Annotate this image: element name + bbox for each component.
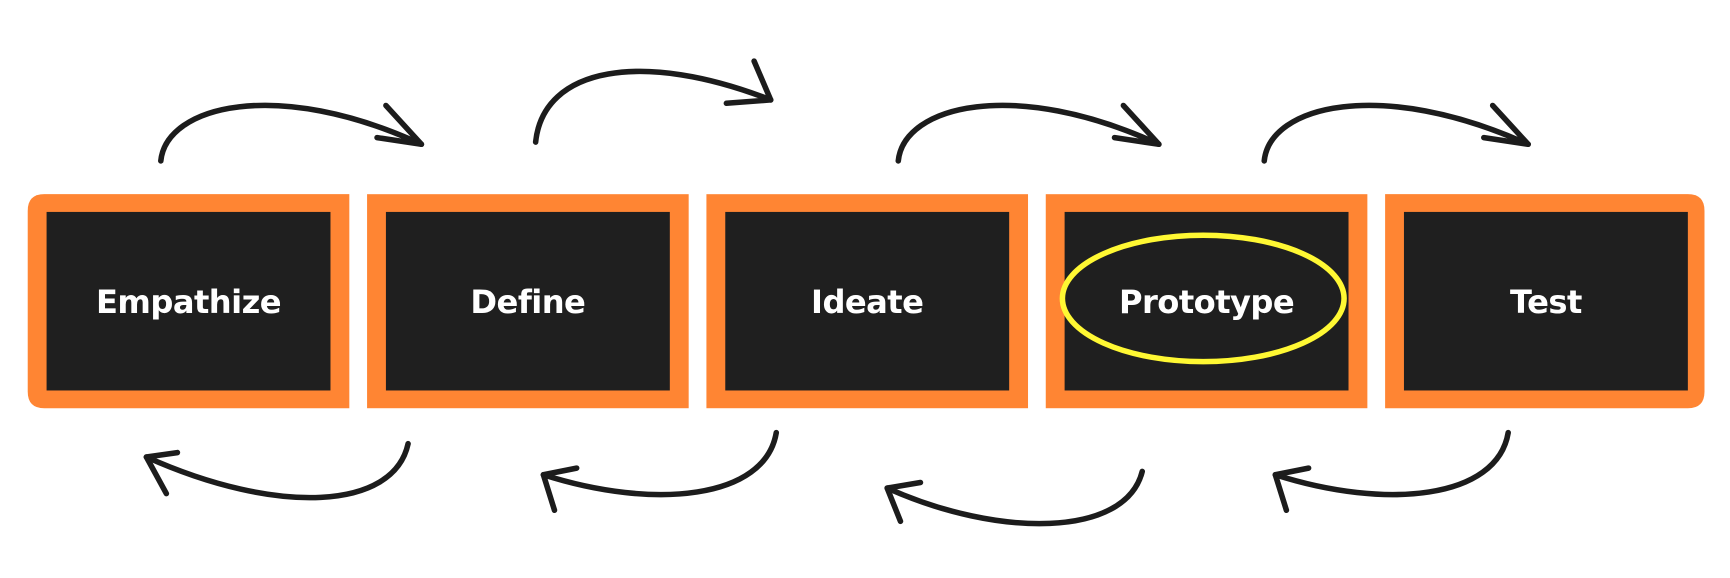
stage-prototype[interactable]: Prototype bbox=[1045, 194, 1368, 409]
stage-ideate[interactable]: Ideate bbox=[706, 194, 1029, 409]
stage-define[interactable]: Define bbox=[367, 194, 689, 409]
arrow-ideate-to-define bbox=[540, 429, 780, 514]
stage-boxes: Empathize Define Ideate Prototype Test bbox=[27, 194, 1705, 409]
arrow-test-to-prototype bbox=[1272, 429, 1511, 514]
highlight-circle bbox=[1059, 232, 1347, 365]
arrow-ideate-to-prototype bbox=[895, 102, 1162, 164]
stage-label: Define bbox=[470, 283, 585, 321]
stage-label: Test bbox=[1510, 283, 1582, 321]
arrow-prototype-to-ideate bbox=[884, 468, 1146, 527]
stage-test[interactable]: Test bbox=[1385, 194, 1705, 409]
arrow-define-to-ideate bbox=[532, 58, 774, 145]
stage-label: Prototype bbox=[1119, 283, 1294, 321]
arrow-prototype-to-test bbox=[1261, 102, 1531, 164]
arrow-define-to-empathize bbox=[143, 440, 411, 501]
stage-label: Ideate bbox=[811, 283, 923, 321]
return-arrows bbox=[143, 429, 1511, 527]
arrow-empathize-to-define bbox=[158, 102, 425, 164]
forward-arrows bbox=[158, 58, 1531, 164]
stage-label: Empathize bbox=[96, 283, 281, 321]
stage-empathize[interactable]: Empathize bbox=[27, 194, 350, 409]
